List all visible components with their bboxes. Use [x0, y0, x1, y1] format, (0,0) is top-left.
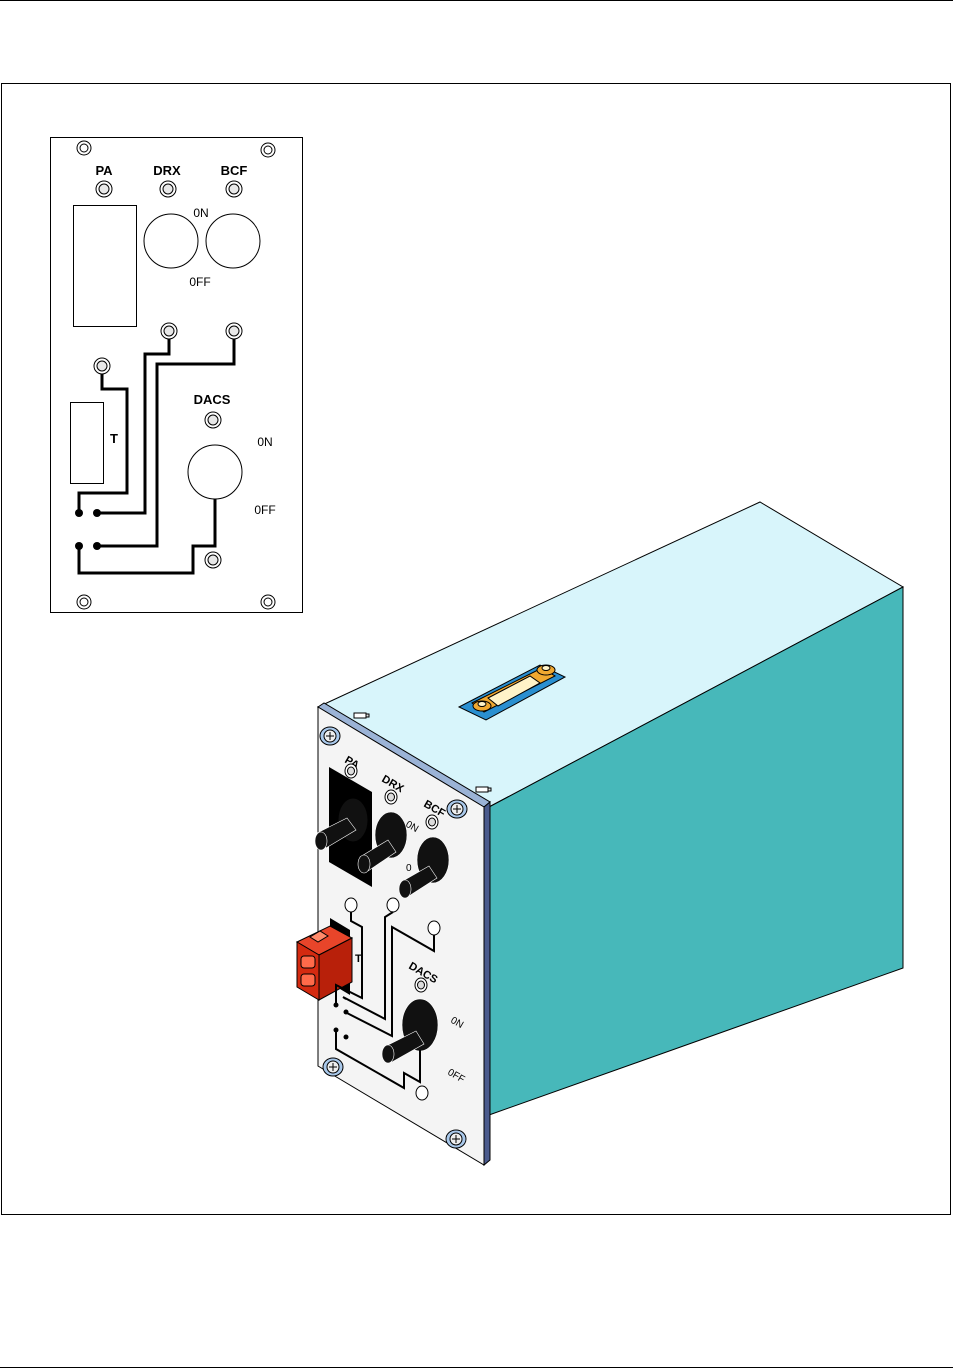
led-pa [96, 181, 112, 197]
led-dacs [415, 978, 427, 992]
label-bcf: BCF [221, 163, 248, 178]
guide-pin [354, 713, 369, 718]
test-point [94, 358, 110, 374]
bcf-toggle-switch [206, 214, 260, 268]
led-bcf [226, 181, 242, 197]
corner-screw [447, 800, 467, 818]
label-on-bottom: 0N [257, 435, 272, 449]
corner-screw [320, 727, 340, 745]
corner-screw [261, 143, 275, 157]
corner-screw [446, 1130, 466, 1148]
led-pa [345, 764, 357, 778]
pa-switch-cutout [74, 206, 137, 327]
test-point [428, 921, 440, 935]
test-point [205, 552, 221, 568]
label-t: T [110, 431, 118, 446]
corner-screw [323, 1058, 343, 1076]
label-on-top: 0N [193, 206, 208, 220]
test-point [345, 898, 357, 912]
unit-label-off-top: 0 [406, 863, 412, 874]
led-drx [160, 181, 176, 197]
test-point [387, 898, 399, 912]
unit-label-t: T [355, 953, 362, 965]
label-off-top: 0FF [189, 275, 210, 289]
front-panel-diagram: PA DRX BCF 0N 0FF T DACS 0N 0FF [51, 138, 303, 613]
corner-screw [77, 595, 91, 609]
test-point [161, 323, 177, 339]
label-dacs: DACS [194, 392, 231, 407]
drx-toggle-switch [144, 214, 198, 268]
test-point [226, 323, 242, 339]
isometric-unit: PA DRX BCF T DACS 0N 0 0N 0FF [297, 502, 903, 1165]
label-drx: DRX [153, 163, 181, 178]
corner-screw [77, 141, 91, 155]
led-drx [385, 790, 397, 804]
panel-side-edge [484, 802, 490, 1165]
dacs-toggle-switch [188, 445, 242, 499]
label-off-bottom: 0FF [254, 503, 275, 517]
terminal-block-outline [71, 403, 104, 484]
corner-screw [261, 595, 275, 609]
led-bcf [426, 815, 438, 829]
test-point [416, 1086, 428, 1100]
led-dacs [205, 412, 221, 428]
label-pa: PA [95, 163, 113, 178]
guide-pin [476, 787, 491, 792]
